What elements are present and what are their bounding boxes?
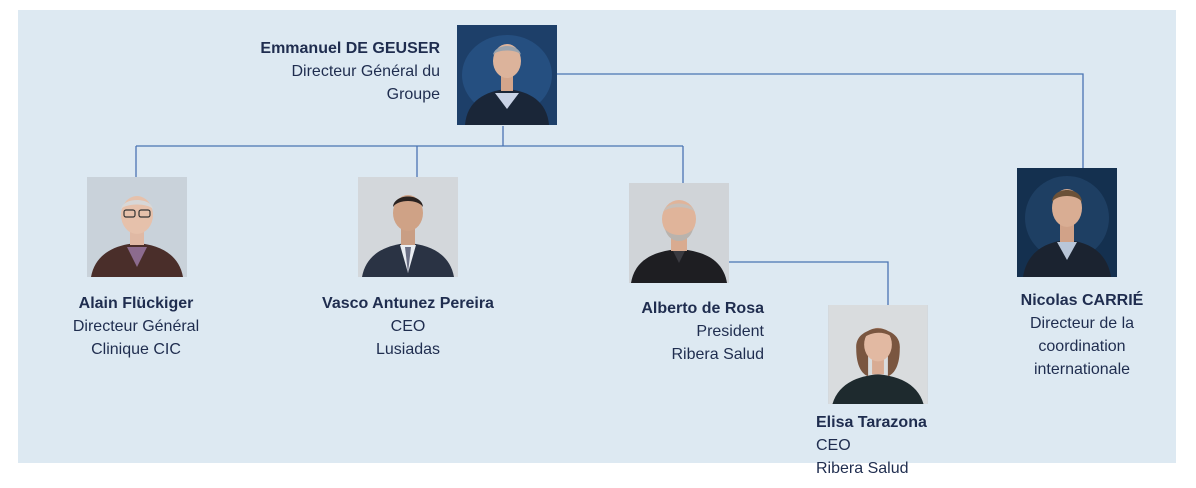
- person-title-line: Directeur Général: [72, 318, 200, 335]
- person-title-line: Clinique CIC: [91, 341, 181, 358]
- person-name: Emmanuel DE GEUSER: [260, 40, 440, 57]
- elisa-photo: [828, 305, 928, 404]
- person-name: Vasco Antunez Pereira: [322, 295, 494, 312]
- alain-label: Alain Flückiger Directeur Général Cliniq…: [30, 292, 242, 361]
- person-title-line: Ribera Salud: [671, 346, 765, 363]
- person-title-line: Groupe: [386, 86, 440, 103]
- person-title-line: CEO: [390, 318, 426, 335]
- person-title-line: President: [696, 323, 764, 340]
- person-title-line: CEO: [816, 437, 851, 454]
- ceo-photo: [457, 25, 557, 125]
- nicolas-label: Nicolas CARRIÉ Directeur de la coordinat…: [1002, 289, 1162, 381]
- alberto-label: Alberto de Rosa President Ribera Salud: [564, 297, 764, 366]
- vasco-label: Vasco Antunez Pereira CEO Lusiadas: [297, 292, 519, 361]
- ceo-label: Emmanuel DE GEUSER Directeur Général du …: [180, 37, 440, 106]
- elisa-label: Elisa Tarazona CEO Ribera Salud: [816, 411, 976, 480]
- vasco-photo: [358, 177, 458, 277]
- person-name: Elisa Tarazona: [816, 414, 927, 431]
- person-title-line: coordination: [1038, 338, 1126, 355]
- person-title-line: Ribera Salud: [816, 460, 909, 477]
- person-title-line: Lusiadas: [375, 341, 441, 358]
- person-title-line: Directeur Général du: [291, 63, 440, 80]
- nicolas-photo: [1017, 168, 1117, 277]
- alain-photo: [87, 177, 187, 277]
- person-name: Nicolas CARRIÉ: [1020, 292, 1144, 309]
- person-name: Alain Flückiger: [78, 295, 194, 312]
- person-title-line: internationale: [1033, 361, 1131, 378]
- person-title-line: Directeur de la: [1029, 315, 1135, 332]
- alberto-photo: [629, 183, 729, 283]
- person-name: Alberto de Rosa: [641, 300, 764, 317]
